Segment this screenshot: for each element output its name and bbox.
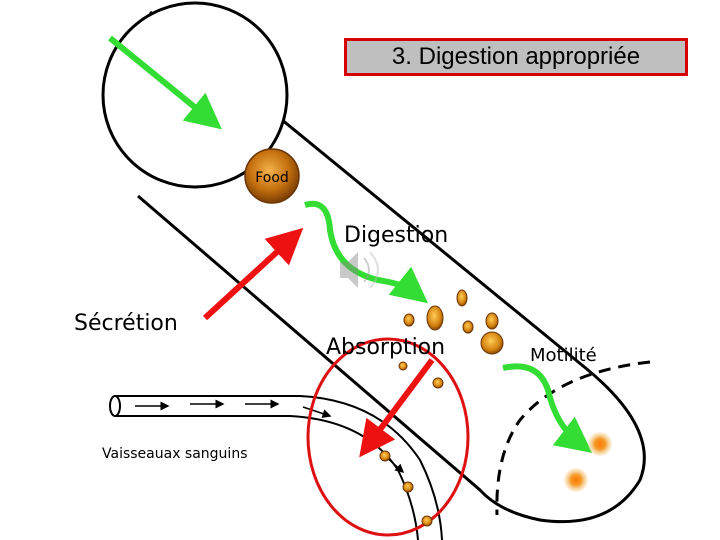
ingestion-arrow bbox=[108, 35, 222, 130]
absorption-zone-ellipse bbox=[306, 337, 470, 537]
absorption-label: Absorption bbox=[326, 335, 445, 360]
title-box: 3. Digestion appropriée bbox=[344, 38, 688, 76]
nutrient-particles bbox=[379, 289, 504, 527]
speaker-icon[interactable] bbox=[340, 251, 379, 289]
dashed-membrane bbox=[495, 360, 651, 516]
secretion-arrow bbox=[202, 227, 304, 321]
glow-particle bbox=[588, 432, 612, 456]
motility-arrow bbox=[502, 363, 593, 454]
vessels-label: Vaisseauax sanguins bbox=[102, 446, 248, 462]
secretion-label: Sécrétion bbox=[74, 311, 178, 336]
digestion-arrow bbox=[304, 200, 429, 304]
intestine-tube-outline bbox=[137, 10, 646, 524]
absorption-arrow bbox=[359, 358, 435, 458]
food-bolus bbox=[244, 148, 300, 204]
motility-label: Motilité bbox=[530, 345, 597, 366]
blood-vessel bbox=[109, 395, 443, 540]
digestion-label: Digestion bbox=[344, 223, 448, 248]
page-title: 3. Digestion appropriée bbox=[391, 43, 641, 70]
food-label: Food bbox=[255, 170, 289, 186]
glow-particle bbox=[564, 468, 588, 492]
